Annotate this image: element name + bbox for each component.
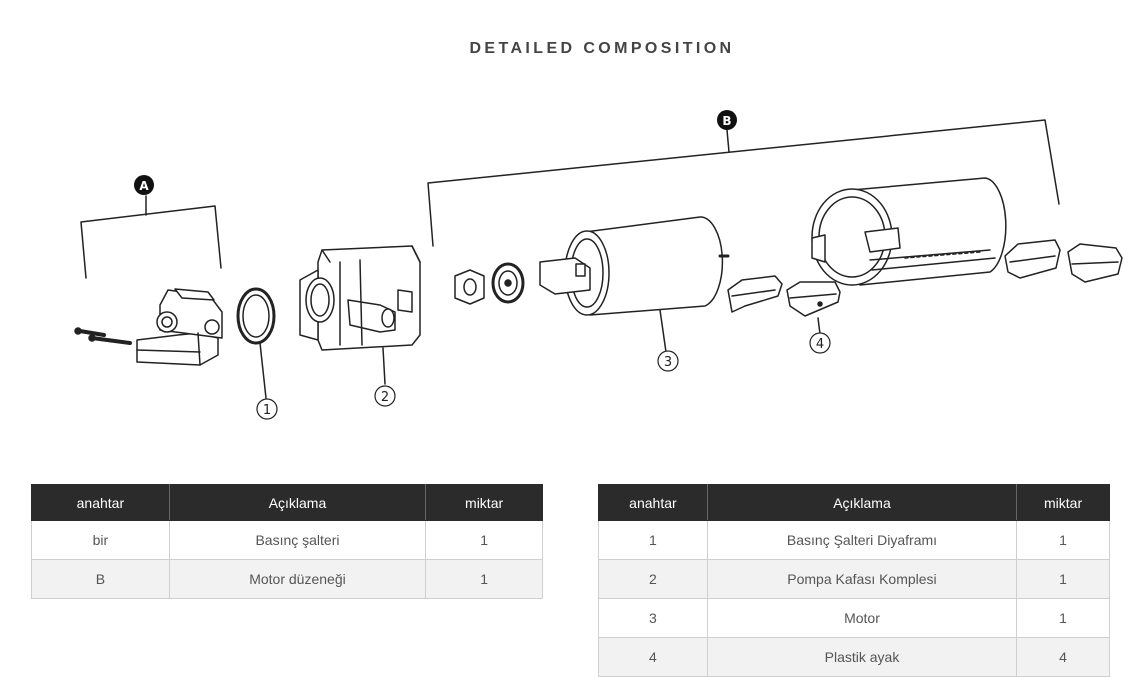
group-label-b: B: [717, 110, 737, 130]
group-label-a: A: [134, 175, 154, 195]
cell-quantity: 4: [1016, 637, 1110, 677]
svg-text:3: 3: [664, 355, 672, 370]
cell-description: Plastik ayak: [706, 637, 1018, 677]
callout-4: 4: [809, 332, 831, 354]
cell-quantity: 1: [1016, 520, 1110, 560]
exploded-view-diagram: A B 1 2 3 4: [74, 110, 1123, 420]
motor-assembly: [811, 177, 1007, 286]
cell-quantity: 1: [425, 520, 543, 560]
page-title: DETAILED COMPOSITION: [469, 40, 735, 57]
column-header-description: Açıklama: [706, 484, 1018, 521]
callout-2: 2: [374, 385, 396, 407]
cell-description: Motor: [706, 598, 1018, 638]
column-header-quantity: miktar: [425, 484, 543, 521]
svg-text:2: 2: [381, 390, 389, 405]
coupling-and-bearing: [454, 262, 525, 305]
parts-table: anahtar Açıklama miktar 1 Basınç Şalteri…: [598, 484, 1110, 677]
cell-key: B: [31, 559, 170, 599]
cell-key: 4: [598, 637, 708, 677]
cell-description: Basınç Şalteri Diyaframı: [706, 520, 1018, 560]
cell-description: Pompa Kafası Komplesi: [706, 559, 1018, 599]
plastic-feet: [727, 239, 1123, 335]
column-header-key: anahtar: [31, 484, 170, 521]
cell-description: Basınç şalteri: [168, 520, 427, 560]
pump-head: [299, 245, 421, 385]
column-header-quantity: miktar: [1016, 484, 1110, 521]
screws: [74, 327, 132, 345]
pressure-switch-part: [136, 288, 223, 366]
cell-quantity: 1: [425, 559, 543, 599]
table-row: 4 Plastik ayak 4: [598, 637, 1110, 677]
assembly-table: anahtar Açıklama miktar bir Basınç şalte…: [31, 484, 543, 599]
motor-part: [539, 216, 730, 353]
cell-key: 2: [598, 559, 708, 599]
table-row: 2 Pompa Kafası Komplesi 1: [598, 559, 1110, 599]
callout-3: 3: [657, 350, 679, 372]
cell-key: bir: [31, 520, 170, 560]
column-header-key: anahtar: [598, 484, 708, 521]
table-row: B Motor düzeneği 1: [31, 559, 543, 599]
bracket-b: [427, 119, 1060, 247]
svg-text:1: 1: [263, 403, 271, 418]
table-row: 3 Motor 1: [598, 598, 1110, 638]
cell-key: 3: [598, 598, 708, 638]
table-header-row: anahtar Açıklama miktar: [31, 484, 543, 521]
svg-text:A: A: [139, 179, 149, 193]
table-row: 1 Basınç Şalteri Diyaframı 1: [598, 520, 1110, 560]
cell-quantity: 1: [1016, 559, 1110, 599]
svg-text:4: 4: [816, 337, 824, 352]
callout-1: 1: [256, 398, 278, 420]
cell-quantity: 1: [1016, 598, 1110, 638]
cell-key: 1: [598, 520, 708, 560]
diaphragm-ring: [236, 287, 276, 399]
bracket-a: [80, 195, 222, 279]
cell-description: Motor düzeneği: [168, 559, 427, 599]
column-header-description: Açıklama: [168, 484, 427, 521]
table-header-row: anahtar Açıklama miktar: [598, 484, 1110, 521]
table-row: bir Basınç şalteri 1: [31, 520, 543, 560]
svg-text:B: B: [722, 114, 731, 128]
